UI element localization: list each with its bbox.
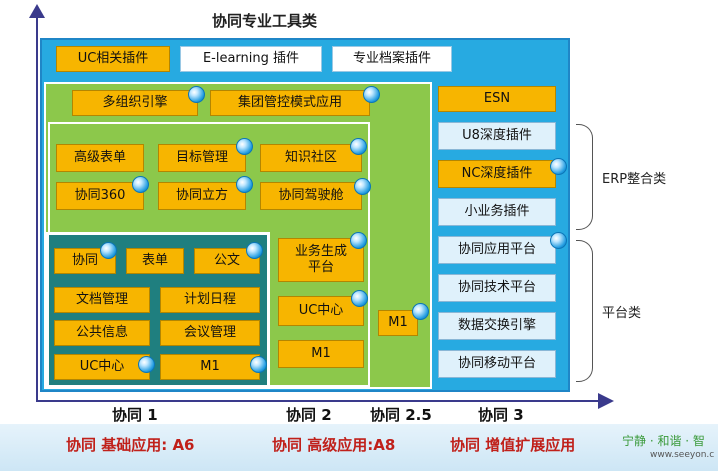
meeting-mgmt-box: 会议管理	[160, 320, 260, 346]
bubble-icon	[132, 176, 149, 193]
x-label-collab-2: 协同 2	[286, 406, 332, 424]
uc-plugin-box: UC相关插件	[56, 46, 170, 72]
form-box: 表单	[126, 248, 184, 274]
bubble-icon	[351, 290, 368, 307]
footer-extension: 协同 增值扩展应用	[450, 436, 576, 454]
bubble-icon	[350, 232, 367, 249]
bubble-icon	[236, 138, 253, 155]
x-label-collab-25: 协同 2.5	[370, 406, 432, 424]
archive-plugin-box: 专业档案插件	[332, 46, 452, 72]
bubble-icon	[188, 86, 205, 103]
bubble-icon	[412, 303, 429, 320]
esn-box: ESN	[438, 86, 556, 112]
platform-label: 平台类	[602, 306, 642, 321]
bubble-icon	[138, 356, 155, 373]
data-exchange-box: 数据交换引擎	[438, 312, 556, 340]
bubble-icon	[100, 242, 117, 259]
bubble-icon	[550, 158, 567, 175]
business-platform-label: 业务生成平台	[294, 244, 347, 275]
goal-mgmt-box: 目标管理	[158, 144, 246, 172]
nc-plugin-box: NC深度插件	[438, 160, 556, 188]
advanced-form-box: 高级表单	[56, 144, 144, 172]
platform-bracket	[576, 240, 593, 382]
m1-col2-box: M1	[278, 340, 364, 368]
footer-a8: 协同 高级应用:A8	[272, 436, 396, 454]
cockpit-box: 协同驾驶舱	[260, 182, 362, 210]
business-platform-box: 业务生成平台	[278, 238, 364, 282]
erp-label: ERP整合类	[602, 172, 667, 187]
multi-org-engine-box: 多组织引擎	[72, 90, 198, 116]
bubble-icon	[354, 178, 371, 195]
footer-logo-slogan: 宁静 · 和谐 · 智	[622, 434, 705, 448]
bubble-icon	[363, 86, 380, 103]
footer-band	[0, 424, 718, 471]
x-axis-line	[36, 400, 602, 402]
elearning-plugin-box: E-learning 插件	[180, 46, 322, 72]
m1-col25-box: M1	[378, 310, 418, 336]
x-axis-arrow-icon	[598, 393, 614, 409]
collab-360-box: 协同360	[56, 182, 144, 210]
y-axis-line	[36, 14, 38, 402]
footer-logo-url: www.seeyon.c	[650, 450, 715, 460]
group-control-box: 集团管控模式应用	[210, 90, 370, 116]
bubble-icon	[350, 138, 367, 155]
bubble-icon	[246, 242, 263, 259]
doc-mgmt-box: 文档管理	[54, 287, 150, 313]
mobile-platform-box: 协同移动平台	[438, 350, 556, 378]
footer-a6: 协同 基础应用: A6	[66, 436, 195, 454]
app-platform-box: 协同应用平台	[438, 236, 556, 264]
u8-plugin-box: U8深度插件	[438, 122, 556, 150]
bubble-icon	[250, 356, 267, 373]
public-info-box: 公共信息	[54, 320, 150, 346]
m1-box: M1	[160, 354, 260, 380]
uc-center-col2-box: UC中心	[278, 296, 364, 326]
x-label-collab-3: 协同 3	[478, 406, 524, 424]
erp-bracket	[576, 124, 593, 230]
tech-platform-box: 协同技术平台	[438, 274, 556, 302]
bubble-icon	[236, 176, 253, 193]
page-title: 协同专业工具类	[212, 12, 318, 30]
y-axis-arrow-icon	[29, 4, 45, 18]
x-label-collab-1: 协同 1	[112, 406, 158, 424]
schedule-box: 计划日程	[160, 287, 260, 313]
knowledge-community-box: 知识社区	[260, 144, 362, 172]
small-biz-plugin-box: 小业务插件	[438, 198, 556, 226]
uc-center-box: UC中心	[54, 354, 150, 380]
collab-cube-box: 协同立方	[158, 182, 246, 210]
bubble-icon	[550, 232, 567, 249]
